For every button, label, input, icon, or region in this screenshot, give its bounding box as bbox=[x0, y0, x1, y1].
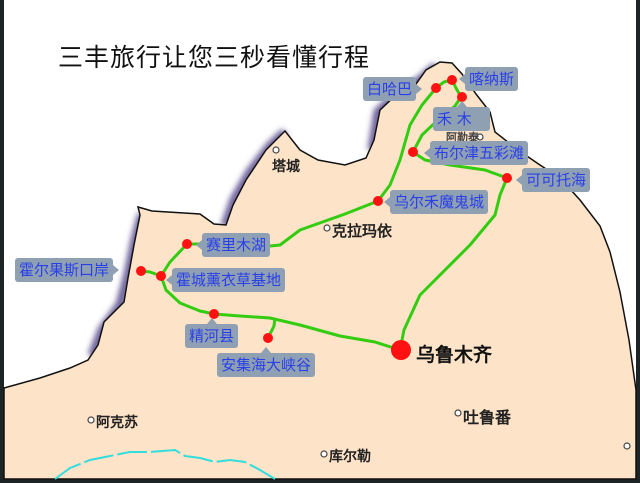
city-marker-karamay bbox=[323, 224, 331, 232]
label-khorgos[interactable]: 霍尔果斯口岸 bbox=[15, 258, 120, 282]
city-aletai: 阿勒泰 bbox=[446, 131, 479, 144]
city-turpan: 吐鲁番 bbox=[463, 408, 512, 427]
city-aksu: 阿克苏 bbox=[96, 415, 138, 431]
label-sailimu[interactable]: 赛里木湖 bbox=[195, 233, 271, 257]
label-baihaba[interactable]: 白哈巴 bbox=[363, 77, 423, 101]
label-jinghe[interactable]: 精河县 bbox=[185, 318, 239, 348]
city-markers bbox=[87, 133, 631, 458]
stop-anjihai[interactable] bbox=[263, 333, 273, 343]
label-keketuohai[interactable]: 可可托海 bbox=[515, 168, 591, 192]
city-marker-aksu bbox=[87, 416, 95, 424]
city-tacheng: 塔城 bbox=[272, 159, 300, 175]
city-korla: 库尔勒 bbox=[329, 449, 371, 465]
label-wuerhe[interactable]: 乌尔禾魔鬼城 bbox=[383, 190, 489, 214]
city-marker-tacheng bbox=[272, 146, 280, 154]
stop-khorgos[interactable] bbox=[136, 266, 146, 276]
stop-hemu[interactable] bbox=[457, 92, 467, 102]
stop-keketuohai[interactable] bbox=[502, 173, 512, 183]
stop-baihaba[interactable] bbox=[431, 83, 441, 93]
river bbox=[54, 448, 276, 480]
label-urumqi[interactable]: 乌鲁木齐 bbox=[416, 344, 493, 366]
city-karamay: 克拉玛依 bbox=[332, 222, 393, 240]
label-anjihai[interactable]: 安集海大峡谷 bbox=[217, 347, 316, 377]
city-marker-turpan bbox=[454, 409, 462, 417]
route-stops bbox=[136, 75, 512, 360]
stop-buerjin[interactable] bbox=[408, 147, 418, 157]
label-buerjin[interactable]: 布尔津五彩滩 bbox=[423, 141, 529, 165]
label-hemu[interactable]: 禾 木 bbox=[433, 101, 490, 131]
stop-urumqi[interactable] bbox=[391, 340, 411, 360]
label-kanasi[interactable]: 喀纳斯 bbox=[458, 67, 519, 91]
city-marker-unnamed bbox=[623, 442, 631, 450]
stop-kanasi[interactable] bbox=[447, 75, 457, 85]
city-marker-korla bbox=[320, 450, 328, 458]
stop-wuerhe[interactable] bbox=[373, 196, 383, 206]
label-huocheng[interactable]: 霍城薰衣草基地 bbox=[165, 268, 286, 292]
stop-jinghe[interactable] bbox=[209, 309, 219, 319]
land-region bbox=[3, 61, 637, 480]
stop-sailimu[interactable] bbox=[182, 239, 192, 249]
stop-huocheng[interactable] bbox=[156, 271, 166, 281]
city-marker-aletai bbox=[476, 133, 484, 141]
map-title: 三丰旅行让您三秒看懂行程 bbox=[58, 43, 371, 72]
